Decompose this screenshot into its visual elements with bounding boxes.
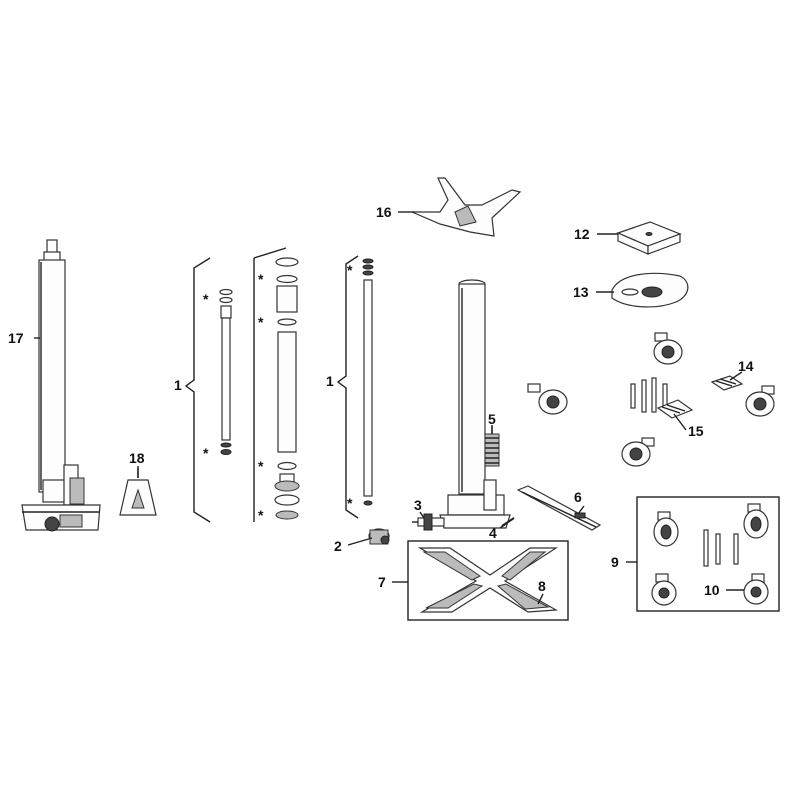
asterisk-marker: * bbox=[258, 314, 264, 330]
main-jack-tower bbox=[439, 279, 511, 529]
part-14-plate bbox=[710, 375, 744, 391]
part-17-spring bbox=[69, 477, 85, 505]
callout-5: 5 bbox=[488, 411, 496, 427]
part-16-saddle bbox=[411, 177, 522, 237]
callout-labels: 17 18 1 1 16 12 13 14 15 5 6 4 3 2 7 8 9… bbox=[8, 204, 754, 598]
asterisk-marker: * bbox=[347, 262, 353, 278]
callout-13: 13 bbox=[573, 284, 589, 300]
callout-17: 17 bbox=[8, 330, 24, 346]
part-1-cylinder-large bbox=[274, 257, 300, 520]
asterisk-marker: * bbox=[258, 458, 264, 474]
kit-bolts bbox=[703, 529, 739, 567]
kit-caster-1 bbox=[653, 511, 679, 547]
part-5-spring bbox=[484, 425, 500, 467]
asterisk-marker: * bbox=[258, 271, 264, 287]
part-1-rod-small bbox=[219, 288, 233, 455]
callout-15: 15 bbox=[688, 423, 704, 439]
part-3-valve bbox=[412, 513, 445, 531]
part-15-plate bbox=[656, 399, 694, 419]
part-17-column-assembly bbox=[21, 239, 101, 532]
kit-caster-3 bbox=[651, 573, 677, 606]
part-6-handle-bar bbox=[516, 485, 602, 531]
part-12-square-pad bbox=[616, 221, 682, 255]
callout-1-left: 1 bbox=[174, 377, 182, 393]
callout-7: 7 bbox=[378, 574, 386, 590]
asterisk-marker: * bbox=[203, 291, 209, 307]
callout-16: 16 bbox=[376, 204, 392, 220]
leader-lines bbox=[34, 211, 744, 605]
caster-wheel-b bbox=[527, 383, 568, 415]
part-13-saddle-plate bbox=[611, 272, 689, 308]
asterisk-marker: * bbox=[203, 445, 209, 461]
kit-caster-2 bbox=[743, 503, 769, 539]
callout-4: 4 bbox=[489, 525, 497, 541]
bracket-1-middle bbox=[336, 255, 359, 519]
part-1-long-rod bbox=[362, 258, 374, 506]
asterisk-marker: * bbox=[258, 507, 264, 523]
part-9-caster-kit-box bbox=[636, 496, 780, 612]
bracket-1-left bbox=[184, 257, 211, 523]
callout-12: 12 bbox=[574, 226, 590, 242]
callout-3: 3 bbox=[414, 497, 422, 513]
callout-8: 8 bbox=[538, 578, 546, 594]
caster-wheel-a bbox=[653, 332, 683, 365]
callout-18: 18 bbox=[129, 450, 145, 466]
callout-2: 2 bbox=[334, 538, 342, 554]
asterisk-marker: * bbox=[347, 495, 353, 511]
callout-10: 10 bbox=[704, 582, 720, 598]
caster-wheel-c bbox=[745, 385, 775, 417]
part-18-support-block bbox=[119, 468, 157, 516]
part-2-release-valve bbox=[368, 528, 390, 545]
asterisk-markers: * * * * * * * * bbox=[203, 262, 353, 523]
callout-6: 6 bbox=[574, 489, 582, 505]
callout-1-middle: 1 bbox=[326, 373, 334, 389]
kit-caster-4 bbox=[743, 573, 769, 605]
callout-9: 9 bbox=[611, 554, 619, 570]
callout-14: 14 bbox=[738, 358, 754, 374]
part-7-cross-base-box bbox=[407, 540, 569, 621]
caster-wheel-d bbox=[621, 437, 655, 467]
